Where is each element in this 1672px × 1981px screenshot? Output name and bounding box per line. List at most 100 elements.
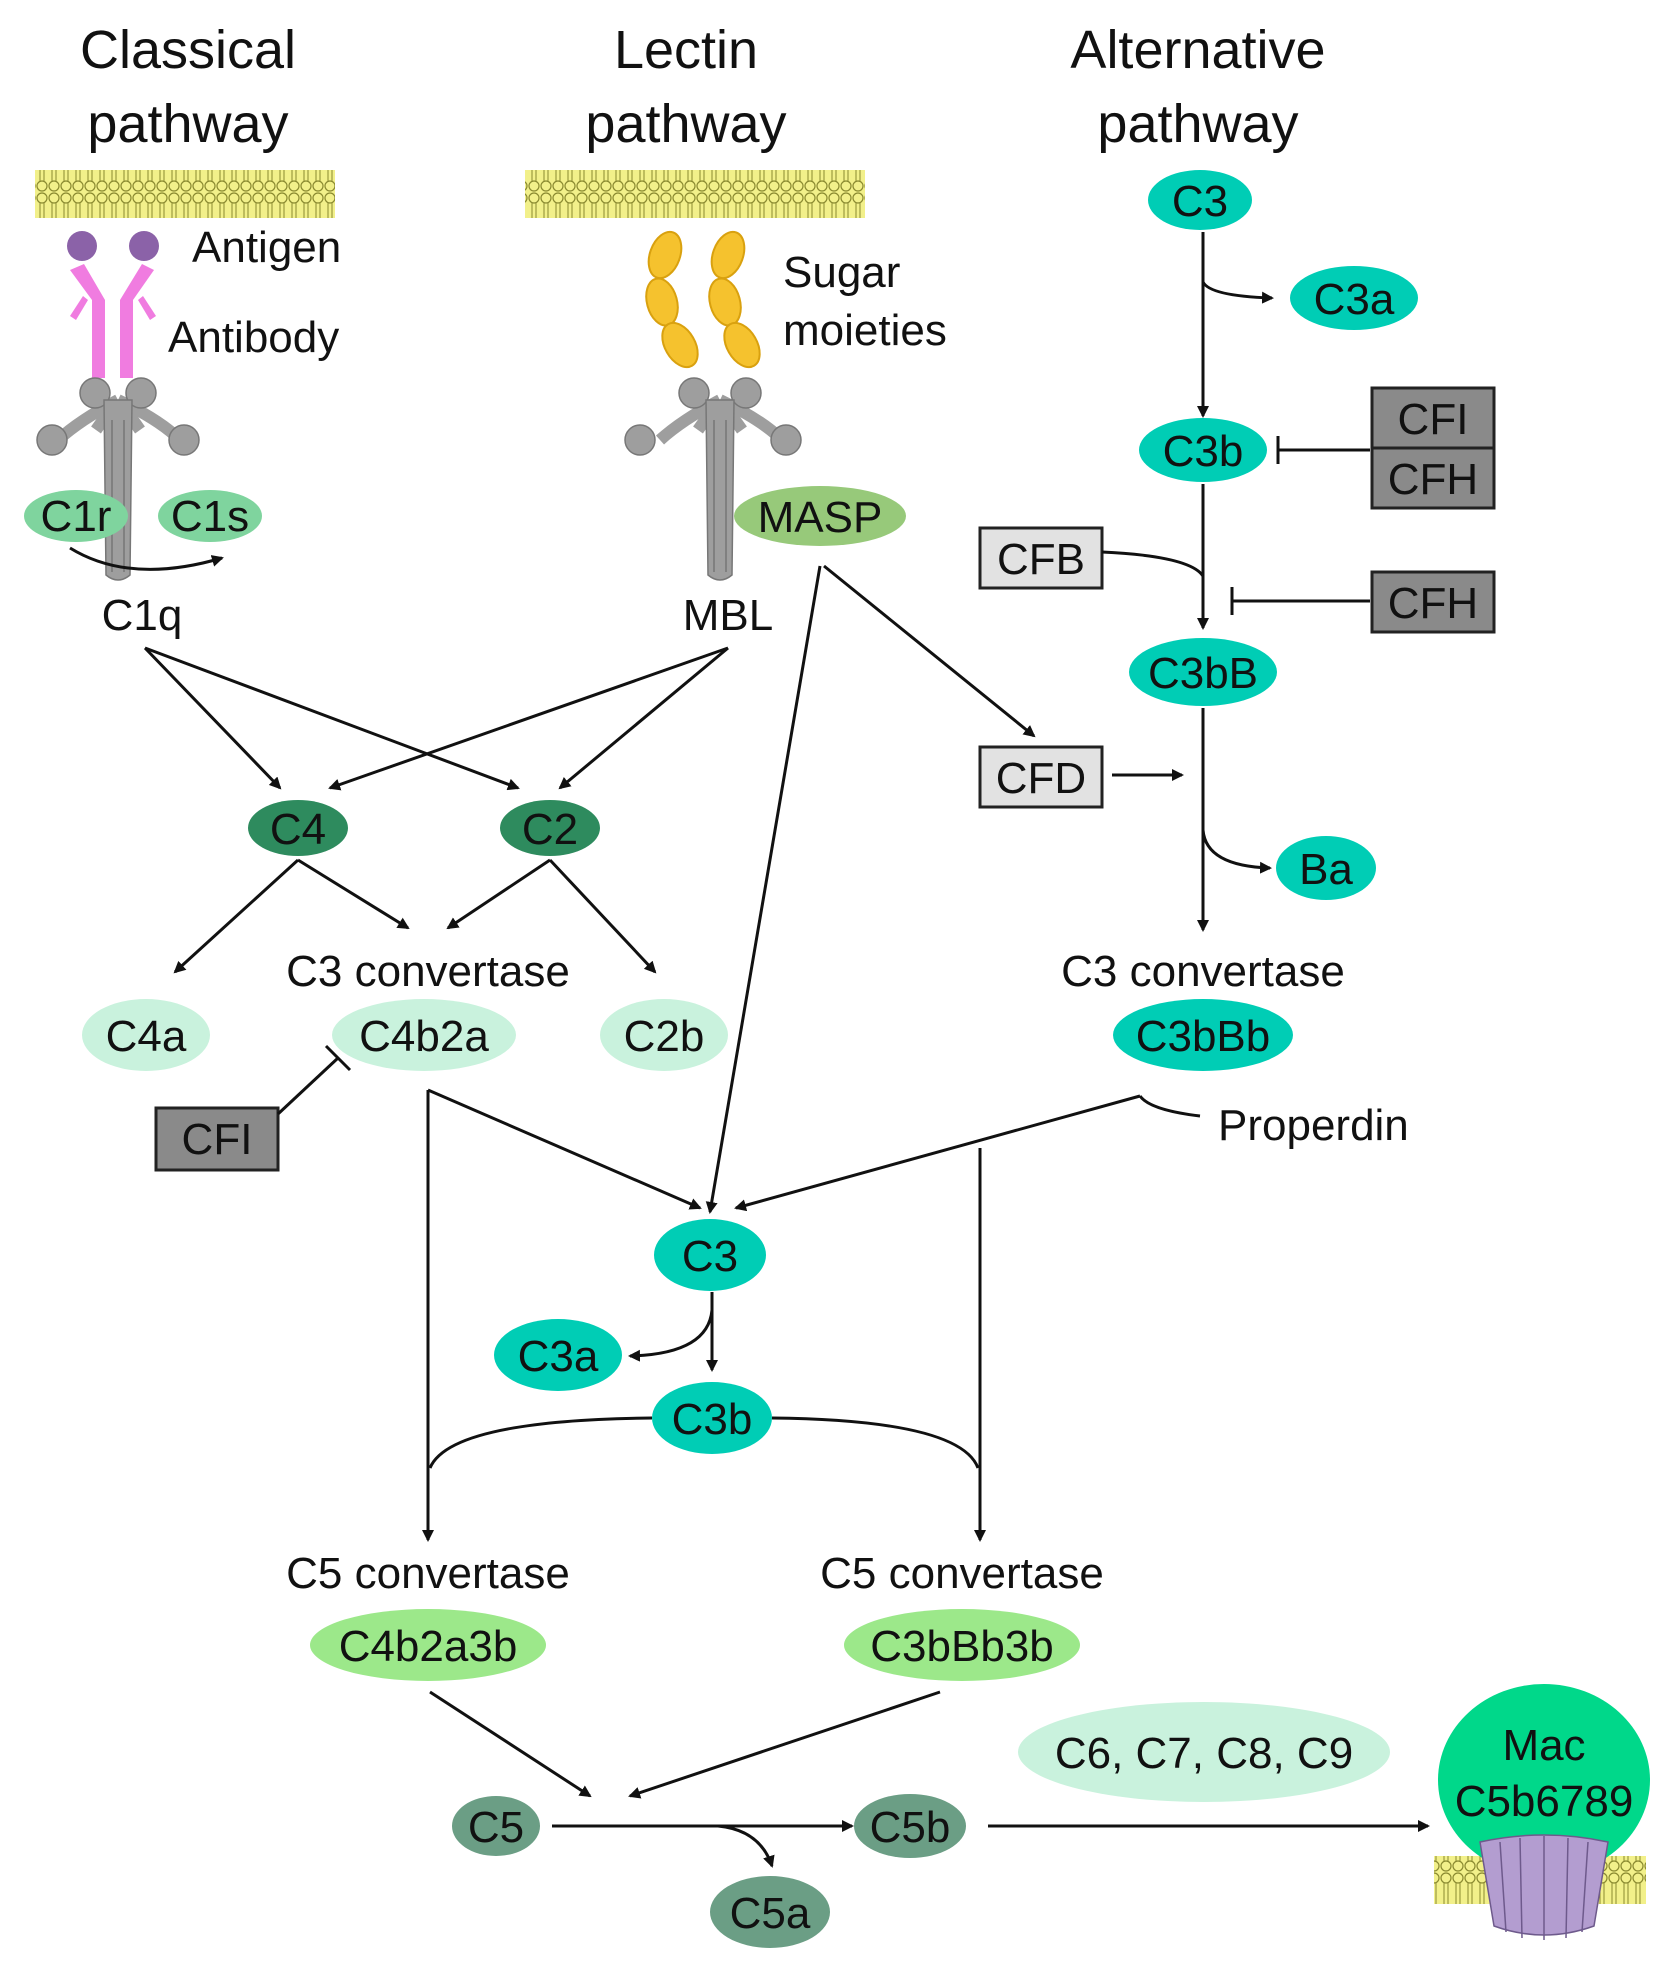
c5a-node	[710, 1876, 830, 1948]
c5b-label: C5b	[870, 1803, 951, 1852]
alt-c3-node	[1148, 170, 1252, 230]
cfi-inhibits-c4b2a-bar	[324, 1044, 352, 1072]
common-c3-node	[654, 1219, 766, 1291]
common-c3a-label: C3a	[518, 1332, 599, 1381]
sugar-moieties-icon	[645, 230, 761, 369]
alt-c3b-node	[1139, 418, 1267, 482]
c5-convertase-right-label: C5 convertase	[820, 1549, 1104, 1598]
cfd-label: CFD	[996, 754, 1086, 803]
classical-pathway-title-line1: Classical	[80, 20, 296, 80]
c1r-to-c1s-arrow	[69, 546, 224, 571]
c3bbb3b-label: C3bBb3b	[870, 1622, 1053, 1671]
c2b-node	[600, 999, 728, 1071]
mac-node	[1438, 1684, 1650, 1876]
mbl-label: MBL	[683, 591, 773, 640]
classical-c3-convertase-label: C3 convertase	[286, 947, 570, 996]
common-c3b-node	[652, 1382, 772, 1454]
lectin-pathway-title-line2: pathway	[585, 94, 786, 154]
c1s-label: C1s	[171, 492, 249, 541]
c3b-joins-left-line	[428, 1416, 653, 1469]
sugar-moieties-label-line2: moieties	[783, 306, 947, 355]
alternative-c3-convertase-label: C3 convertase	[1061, 947, 1345, 996]
cfh-label: CFH	[1388, 579, 1478, 628]
c2-node	[500, 800, 600, 856]
c1r-node	[24, 490, 128, 542]
mac-pore-icon	[1479, 1834, 1609, 1940]
c1q-label: C1q	[102, 591, 183, 640]
common-c3a-node	[494, 1319, 622, 1391]
c3bbb3b-node	[844, 1609, 1080, 1681]
c5b-node	[854, 1794, 966, 1858]
alt-c3b-label: C3b	[1163, 427, 1244, 476]
mbl-receptor-icon	[624, 377, 802, 581]
masp-node	[734, 486, 906, 546]
c3bb-node	[1129, 638, 1277, 706]
c4-node	[248, 800, 348, 856]
c2-to-c2b-arrow	[548, 858, 657, 974]
c4b2a3b-to-c5-arrow	[429, 1690, 592, 1798]
cfh-alternative-top-label: CFH	[1388, 455, 1478, 504]
c1q-receptor-icon	[36, 377, 200, 581]
c4b2a-to-c3-arrow	[427, 1088, 702, 1210]
c2-to-c3-convertase-arrow	[446, 858, 551, 930]
c3b-joins-right-line	[771, 1416, 980, 1469]
cfi-inhibits-c4b2a-line	[276, 1056, 340, 1116]
c4-to-c4a-arrow	[173, 858, 300, 974]
c2-label: C2	[522, 805, 578, 854]
c4-to-c3-convertase-arrow	[297, 858, 410, 930]
c3bbb-to-c3-arrow	[734, 1094, 1141, 1212]
mbl-to-c2-arrow	[558, 646, 729, 790]
c1s-node	[158, 490, 262, 542]
cfb-joins-arrow	[1101, 550, 1205, 577]
c1q-to-c4-arrow	[143, 646, 282, 790]
cfi-alternative-label: CFI	[1398, 395, 1469, 444]
cell-membrane-lectin	[525, 170, 865, 218]
c5-to-c5a-arrow	[717, 1824, 775, 1868]
c2b-label: C2b	[624, 1012, 705, 1061]
properdin-stabilizes-line	[1138, 1095, 1201, 1118]
antigen-label: Antigen	[192, 223, 341, 272]
alt-c3a-node	[1290, 266, 1418, 330]
common-c3b-label: C3b	[672, 1395, 753, 1444]
c5-label: C5	[468, 1803, 524, 1852]
antigen-icon-right	[129, 231, 159, 261]
c4b2a-label: C4b2a	[359, 1012, 489, 1061]
alt-c3a-label: C3a	[1314, 275, 1395, 324]
cfb-box	[978, 526, 1104, 590]
cell-membrane-classical	[35, 170, 335, 218]
ba-node	[1276, 836, 1376, 900]
lectin-pathway-title-line1: Lectin	[614, 20, 758, 80]
alternative-pathway-title-line1: Alternative	[1070, 20, 1325, 80]
c3bbb-node	[1113, 999, 1293, 1071]
c1r-label: C1r	[41, 492, 112, 541]
mac-label-line1: Mac	[1502, 1721, 1585, 1770]
antigen-icon-left	[67, 231, 97, 261]
c4b2a-node	[332, 999, 516, 1071]
cfi-classical-label: CFI	[182, 1115, 253, 1164]
c1q-to-c2-arrow	[144, 646, 520, 791]
antibody-label: Antibody	[168, 313, 339, 362]
c4a-node	[82, 999, 210, 1071]
c3bbb3b-to-c5-arrow	[628, 1690, 941, 1799]
common-c3-label: C3	[682, 1232, 738, 1281]
c3bbb-label: C3bBb	[1136, 1012, 1271, 1061]
sugar-moieties-label-line1: Sugar	[783, 248, 900, 297]
c3bb-label: C3bB	[1148, 649, 1258, 698]
c6-c9-node	[1018, 1702, 1390, 1802]
antibody-icon	[70, 264, 156, 378]
cfh-alternative-top-box	[1370, 446, 1496, 510]
alternative-pathway-title-line2: pathway	[1097, 94, 1298, 154]
masp-to-c3-arrow	[705, 565, 822, 1214]
masp-label: MASP	[758, 493, 883, 542]
c4b2a3b-label: C4b2a3b	[339, 1622, 518, 1671]
c6-c9-label: C6, C7, C8, C9	[1055, 1729, 1353, 1778]
cfh-box	[1370, 570, 1496, 634]
cfb-label: CFB	[997, 535, 1085, 584]
masp-to-cfd-arrow	[823, 564, 1036, 738]
alt-c3-to-c3a-arrow	[1201, 281, 1274, 304]
classical-pathway-title-line2: pathway	[87, 94, 288, 154]
c4b2a3b-node	[310, 1609, 546, 1681]
properdin-label: Properdin	[1218, 1101, 1409, 1150]
c5-node	[452, 1796, 540, 1856]
